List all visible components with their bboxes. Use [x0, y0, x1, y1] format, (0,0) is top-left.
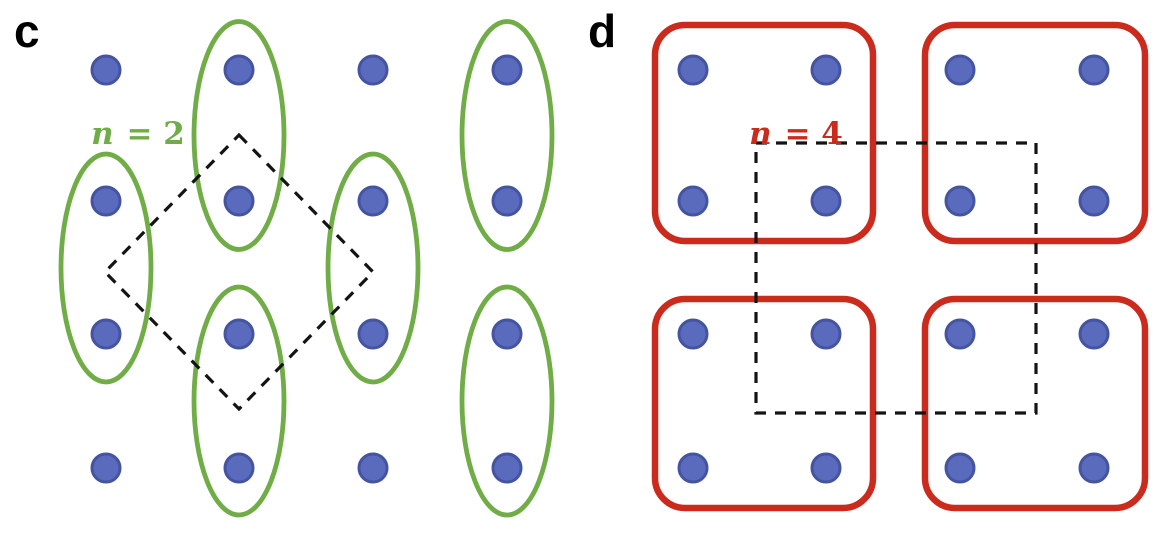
annotation-value: = 2 — [115, 116, 185, 152]
lattice-site-dot — [357, 452, 389, 484]
dimer-ellipse — [325, 151, 421, 385]
lattice-site-dot — [223, 185, 255, 217]
dimer-ellipse — [58, 151, 154, 385]
panel-label-d: d — [588, 5, 617, 57]
annotation-n-equals-4: n = 4 — [706, 88, 843, 181]
lattice-site-dot — [357, 185, 389, 217]
lattice-site-dot — [491, 54, 523, 86]
plaquette-box — [651, 21, 877, 245]
lattice-site-dot — [491, 452, 523, 484]
lattice-site-dot — [810, 185, 842, 217]
lattice-site-dot — [491, 185, 523, 217]
annotation-variable: n — [749, 116, 772, 152]
lattice-site-dot — [810, 452, 842, 484]
unit-cell-square — [754, 141, 1038, 415]
lattice-site-dot — [677, 54, 709, 86]
plaquette-box — [921, 295, 1149, 512]
lattice-site-dot — [90, 452, 122, 484]
panel-label-c: c — [14, 5, 40, 57]
dimer-ellipse — [459, 284, 555, 518]
lattice-site-dot — [1078, 185, 1110, 217]
lattice-site-dot — [90, 185, 122, 217]
lattice-site-dot — [944, 185, 976, 217]
lattice-site-dot — [1078, 54, 1110, 86]
lattice-site-dot — [1078, 318, 1110, 350]
lattice-site-dot — [677, 318, 709, 350]
lattice-site-dot — [357, 54, 389, 86]
annotation-n-equals-2: n = 2 — [48, 88, 185, 181]
plaquette-box — [921, 21, 1149, 245]
lattice-site-dot — [223, 452, 255, 484]
lattice-site-dot — [944, 54, 976, 86]
lattice-site-dot — [90, 54, 122, 86]
lattice-site-dot — [944, 318, 976, 350]
lattice-site-dot — [1078, 452, 1110, 484]
lattice-site-dot — [677, 452, 709, 484]
dimer-ellipse — [191, 19, 287, 252]
lattice-site-dot — [810, 54, 842, 86]
annotation-variable: n — [91, 116, 114, 152]
lattice-site-dot — [491, 318, 523, 350]
plaquette-box — [651, 295, 877, 512]
lattice-site-dot — [810, 318, 842, 350]
dimer-ellipse — [191, 284, 287, 518]
lattice-site-dot — [90, 318, 122, 350]
lattice-site-dot — [357, 318, 389, 350]
annotation-value: = 4 — [773, 116, 843, 152]
dimer-ellipse — [459, 19, 555, 252]
unit-cell-diamond — [102, 132, 376, 412]
lattice-site-dot — [223, 54, 255, 86]
lattice-site-dot — [944, 452, 976, 484]
lattice-site-dot — [223, 318, 255, 350]
lattice-site-dot — [677, 185, 709, 217]
